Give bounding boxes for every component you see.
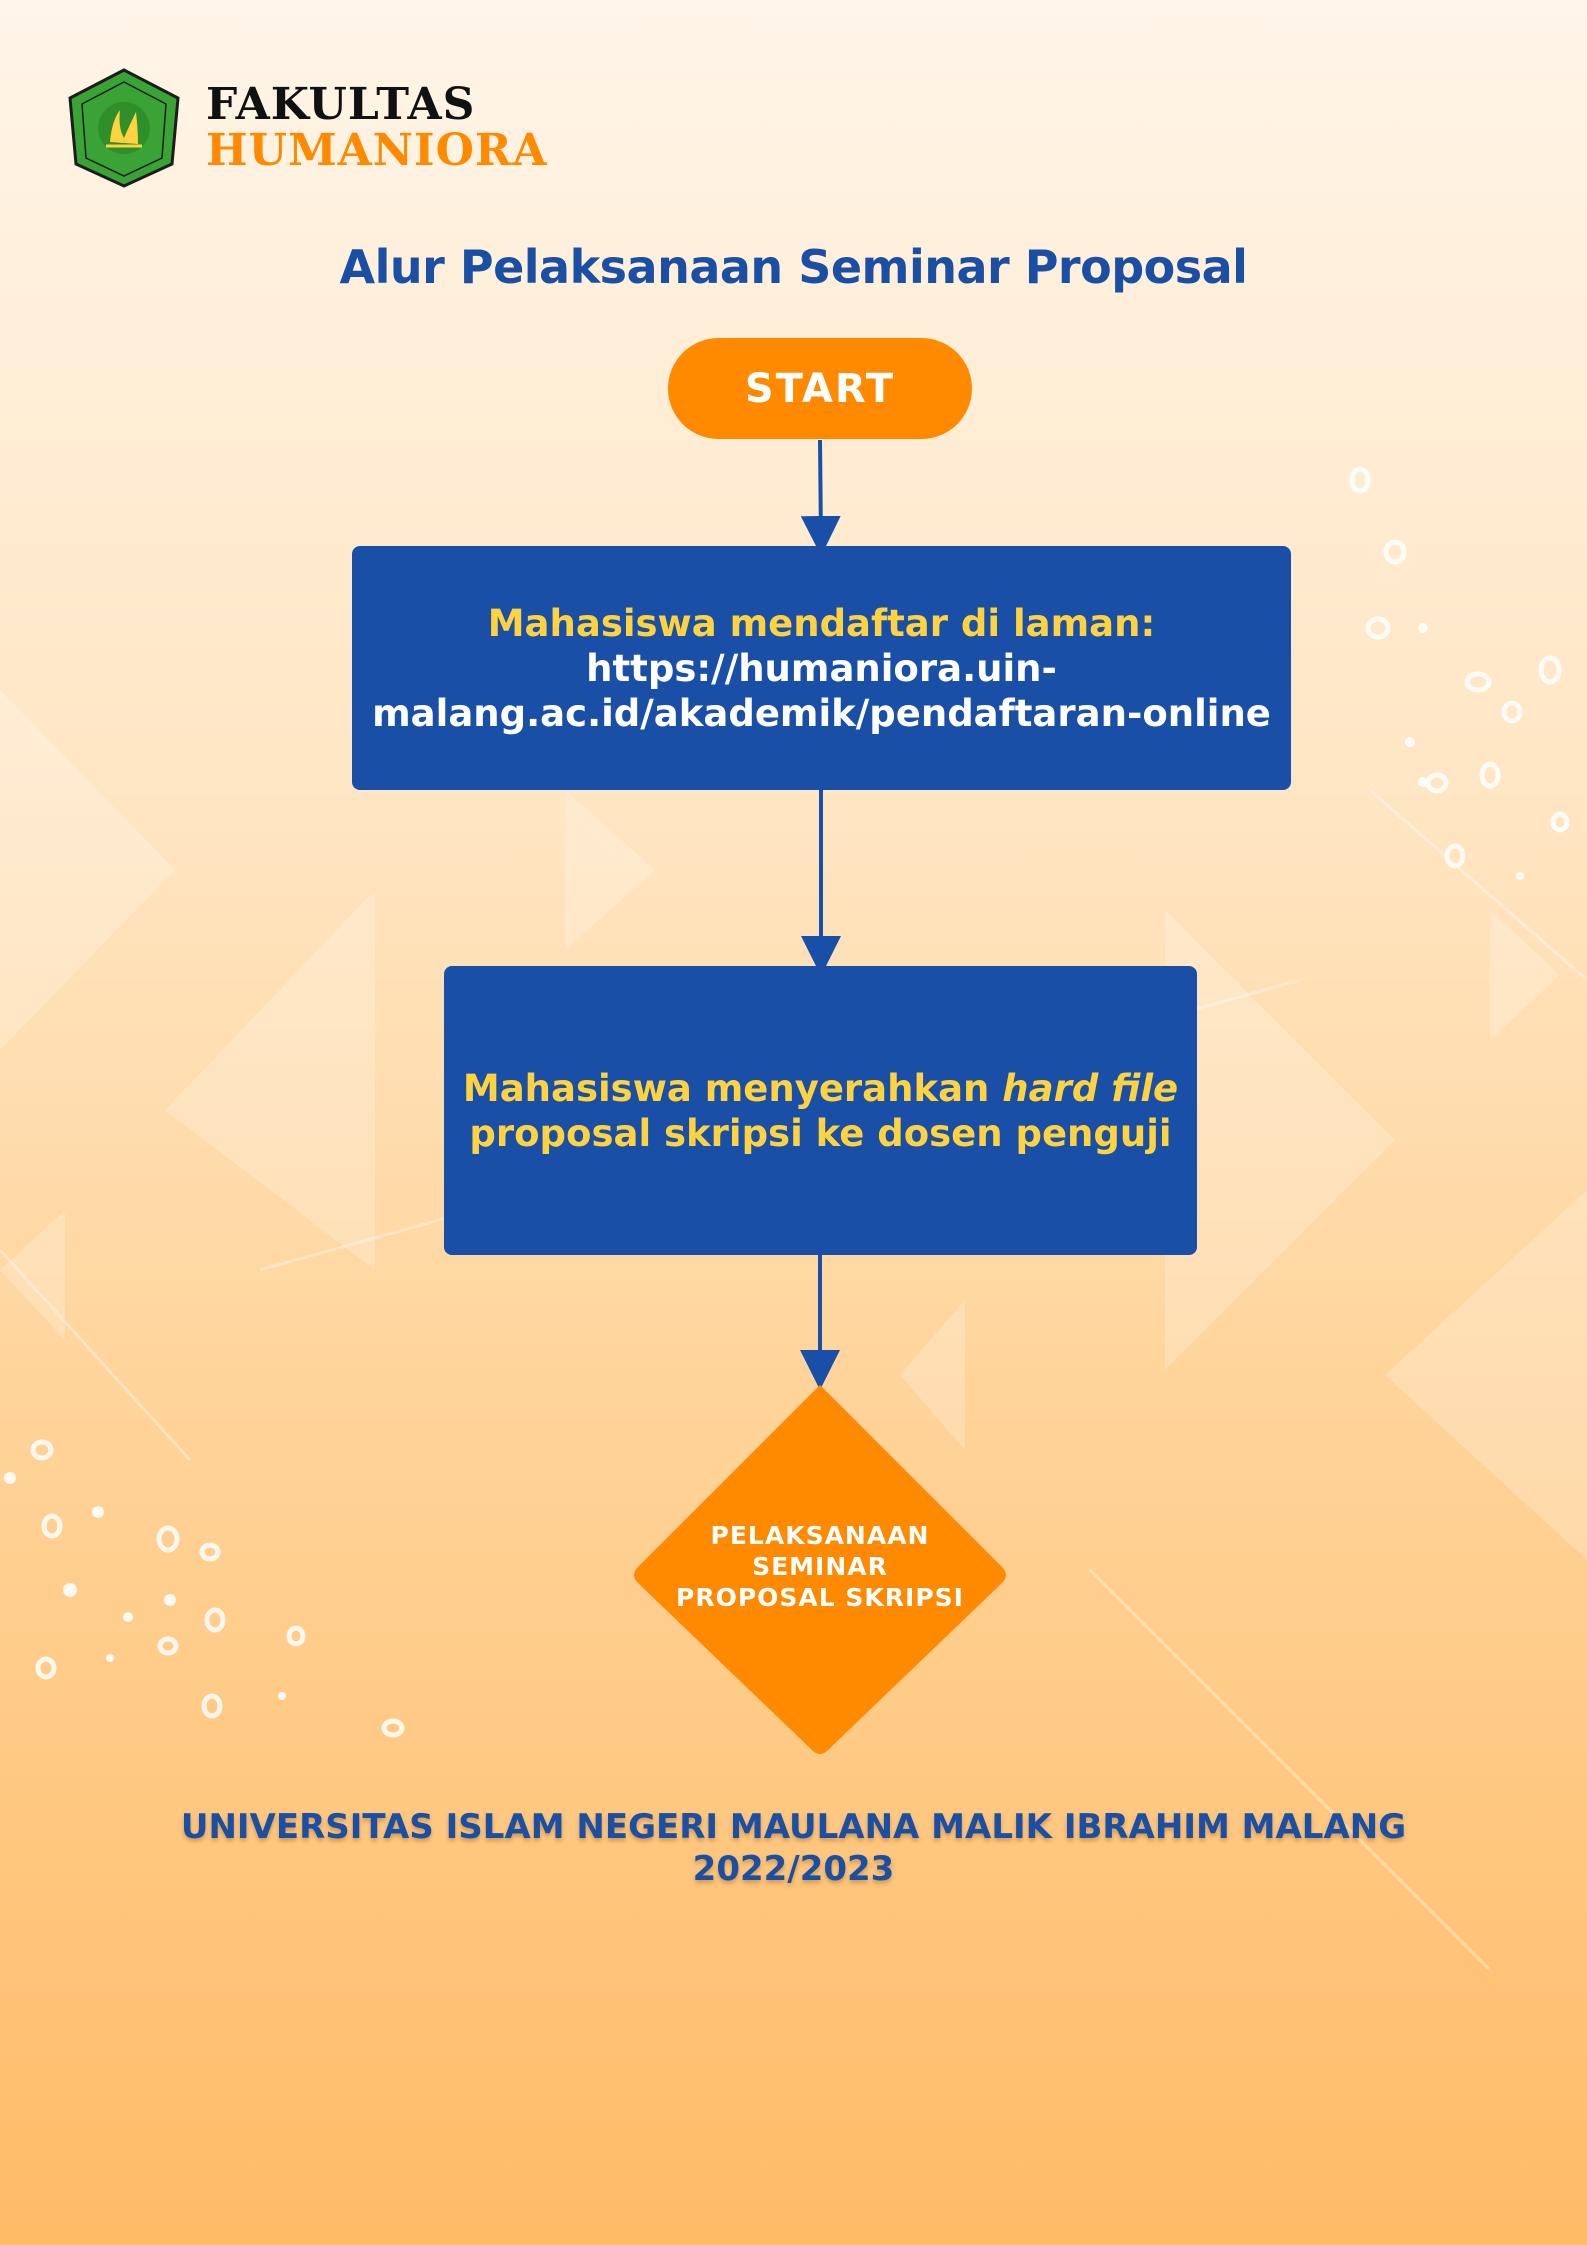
step1-label: Mahasiswa mendaftar di laman: <box>487 601 1156 645</box>
step1-url-line1: https://humaniora.uin- <box>586 646 1057 690</box>
step2-line1: Mahasiswa menyerahkan hard file <box>463 1066 1178 1111</box>
step2-line2: proposal skripsi ke dosen penguji <box>469 1111 1172 1155</box>
step-register-box: Mahasiswa mendaftar di laman: https://hu… <box>352 546 1291 790</box>
decision-diamond <box>634 1385 1006 1754</box>
connector-start-to-step1 <box>800 439 841 556</box>
faculty-name-line1: FAKULTAS <box>206 79 476 130</box>
step-submit-proposal-box: Mahasiswa menyerahkan hard file proposal… <box>444 966 1197 1255</box>
footer: UNIVERSITAS ISLAM NEGERI MAULANA MALIK I… <box>0 1806 1587 1890</box>
faculty-header: FAKULTAS HUMANIORA <box>62 66 548 190</box>
start-terminal: START <box>668 338 972 439</box>
page-title: Alur Pelaksanaan Seminar Proposal <box>339 240 1248 294</box>
faculty-name: FAKULTAS HUMANIORA <box>206 82 548 174</box>
decision-label: PELAKSANAAN SEMINAR PROPOSAL SKRIPSI <box>640 1520 1000 1613</box>
step2-emphasis: hard file <box>1002 1066 1179 1110</box>
faculty-name-line2: HUMANIORA <box>206 125 548 176</box>
university-logo <box>68 68 180 188</box>
decision-line1: PELAKSANAAN <box>710 1521 930 1550</box>
step1-url-line2: malang.ac.id/akademik/pendaftaran-online <box>372 691 1271 735</box>
step2-prefix: Mahasiswa menyerahkan <box>462 1066 1003 1110</box>
decision-line3: PROPOSAL SKRIPSI <box>676 1583 964 1612</box>
academic-year: 2022/2023 <box>692 1849 895 1889</box>
decision-line2: SEMINAR <box>752 1552 888 1581</box>
university-name: UNIVERSITAS ISLAM NEGERI MAULANA MALIK I… <box>180 1807 1407 1847</box>
